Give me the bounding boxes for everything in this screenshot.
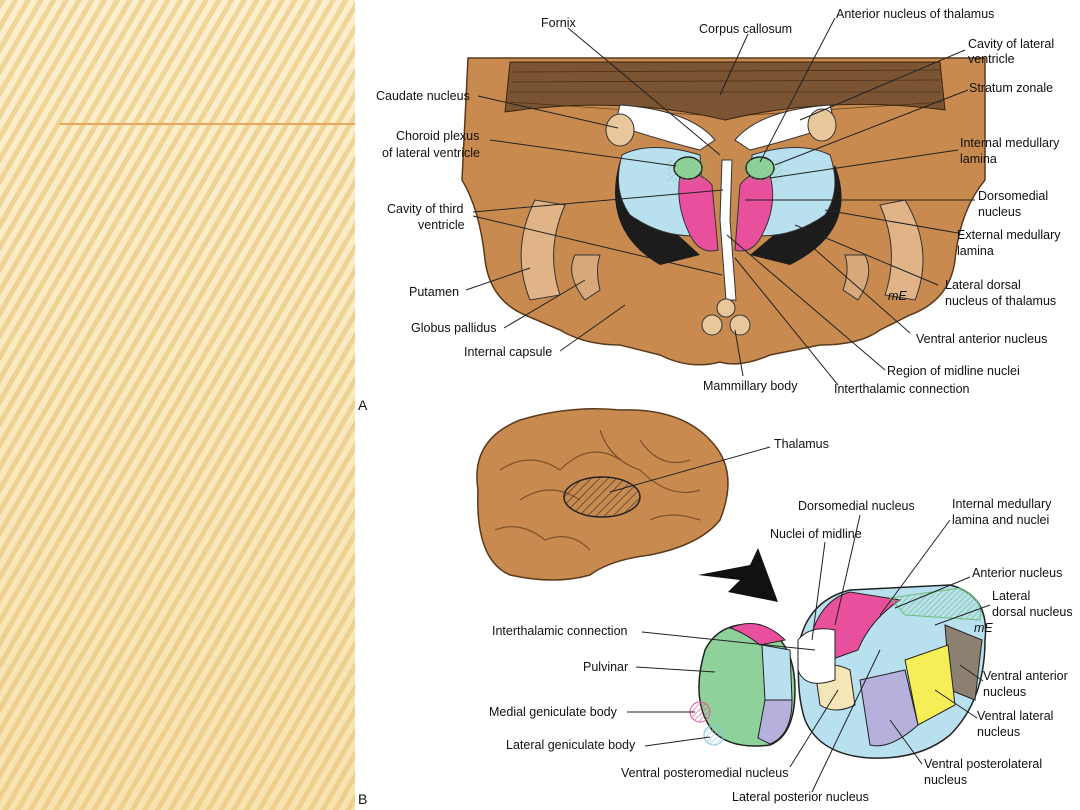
mammillary-body-right — [729, 314, 751, 336]
label-internal-medullary-b-1: Internal medullary — [952, 497, 1052, 511]
label-medial-geniculate: Medial geniculate body — [489, 705, 618, 719]
caudate-nucleus-right — [807, 108, 837, 142]
label-interthalamic-connection-b: Interthalamic connection — [492, 624, 628, 638]
label-ventral-posterolateral-1: Ventral posterolateral — [924, 757, 1042, 771]
putamen-left — [520, 199, 566, 301]
label-dorsomedial-nucleus-b: Dorsomedial nucleus — [798, 499, 915, 513]
label-choroid-plexus-1: Choroid plexus — [396, 129, 479, 143]
label-mammillary-body: Mammillary body — [703, 379, 798, 393]
label-cavity-third-ventricle-1: Cavity of third — [387, 202, 463, 216]
label-globus-pallidus: Globus pallidus — [411, 321, 496, 335]
label-dorsomedial-nucleus-2: nucleus — [978, 205, 1021, 219]
globus-pallidus-left — [571, 254, 601, 301]
label-stratum-zonale: Stratum zonale — [969, 81, 1053, 95]
panel-b-thalamus-3d: mE Thalamus Dorsomedial nucleus Internal… — [358, 408, 1073, 807]
label-internal-capsule: Internal capsule — [464, 345, 552, 359]
lateral-geniculate-circle — [703, 724, 725, 746]
label-external-medullary-lamina-1: External medullary — [957, 228, 1061, 242]
label-caudate-nucleus: Caudate nucleus — [376, 89, 470, 103]
label-nuclei-midline: Nuclei of midline — [770, 527, 862, 541]
pulvinar-right-blue — [761, 644, 793, 701]
label-fornix: Fornix — [541, 16, 576, 30]
label-ventral-lateral-b-2: nucleus — [977, 725, 1020, 739]
label-anterior-nucleus-b: Anterior nucleus — [972, 566, 1062, 580]
label-ventral-anterior-b-1: Ventral anterior — [983, 669, 1068, 683]
label-internal-medullary-lamina-1: Internal medullary — [960, 136, 1060, 150]
mammillary-body-top — [716, 298, 736, 318]
label-lateral-geniculate: Lateral geniculate body — [506, 738, 636, 752]
panel-a-leader-lines — [465, 17, 975, 386]
label-cavity-lateral-ventricle-1: Cavity of lateral — [968, 37, 1054, 51]
mammillary-body-left — [701, 314, 723, 336]
label-internal-medullary-b-2: lamina and nuclei — [952, 513, 1049, 527]
thalamus-location-hatch — [563, 476, 641, 518]
label-internal-medullary-lamina-2: lamina — [960, 152, 997, 166]
label-lateral-dorsal-nucleus-2: nucleus of thalamus — [945, 294, 1056, 308]
label-interthalamic-connection-a: Interthalamic connection — [834, 382, 970, 396]
label-putamen: Putamen — [409, 285, 459, 299]
label-region-midline-nuclei: Region of midline nuclei — [887, 364, 1020, 378]
label-ventral-anterior-nucleus: Ventral anterior nucleus — [916, 332, 1047, 346]
title-accent-line — [60, 123, 360, 125]
panel-b-leader-lines — [609, 446, 991, 793]
label-external-medullary-lamina-2: lamina — [957, 244, 994, 258]
label-ventral-posterolateral-2: nucleus — [924, 773, 967, 787]
label-corpus-callosum: Corpus callosum — [699, 22, 792, 36]
label-dorsomedial-nucleus-1: Dorsomedial — [978, 189, 1048, 203]
label-lateral-dorsal-b-2: dorsal nucleus — [992, 605, 1073, 619]
panel-letter-b: B — [358, 791, 367, 807]
label-cavity-third-ventricle-2: ventricle — [418, 218, 465, 232]
label-lateral-dorsal-b-1: Lateral — [992, 589, 1030, 603]
label-ventral-anterior-b-2: nucleus — [983, 685, 1026, 699]
third-ventricle — [719, 159, 737, 301]
direction-arrow — [698, 548, 778, 602]
ventral-posterolateral-lavender — [859, 669, 919, 747]
panel-letter-a: A — [358, 397, 368, 413]
artist-signature-b: mE — [974, 621, 993, 635]
label-ventral-lateral-b-1: Ventral lateral — [977, 709, 1053, 723]
panel-a-coronal-section: mE Fornix Corpus callosum — [358, 7, 1061, 413]
label-lateral-dorsal-nucleus-1: Lateral dorsal — [945, 278, 1021, 292]
ventral-lateral-yellow — [904, 644, 956, 726]
external-medullary-lamina-left — [615, 160, 700, 265]
pulvinar-lower-lavender — [757, 699, 793, 745]
label-ventral-posteromedial: Ventral posteromedial nucleus — [621, 766, 788, 780]
artist-signature-a: mE — [888, 289, 907, 303]
pulvinar-top-pink — [728, 623, 787, 646]
anterior-nucleus-green-b — [889, 587, 982, 621]
label-anterior-nucleus-thalamus: Anterior nucleus of thalamus — [836, 7, 994, 21]
external-medullary-lamina-right — [750, 165, 842, 265]
label-cavity-lateral-ventricle-2: ventricle — [968, 52, 1015, 66]
label-lateral-posterior: Lateral posterior nucleus — [732, 790, 869, 804]
globus-pallidus-right — [842, 254, 870, 301]
label-choroid-plexus-2: of lateral ventricle — [382, 146, 480, 160]
interthalamic-cream — [797, 628, 836, 684]
label-thalamus: Thalamus — [774, 437, 829, 451]
label-pulvinar: Pulvinar — [583, 660, 628, 674]
caudate-nucleus-left — [605, 113, 635, 147]
